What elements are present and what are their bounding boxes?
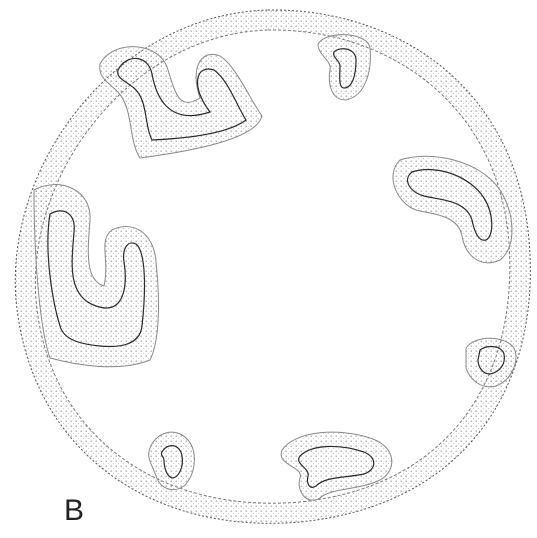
fold-top-left <box>100 47 262 158</box>
fold-left <box>34 185 158 367</box>
panel-label: B <box>64 496 84 526</box>
outer-wall-ring <box>15 10 530 523</box>
fold-top-right <box>318 35 370 100</box>
